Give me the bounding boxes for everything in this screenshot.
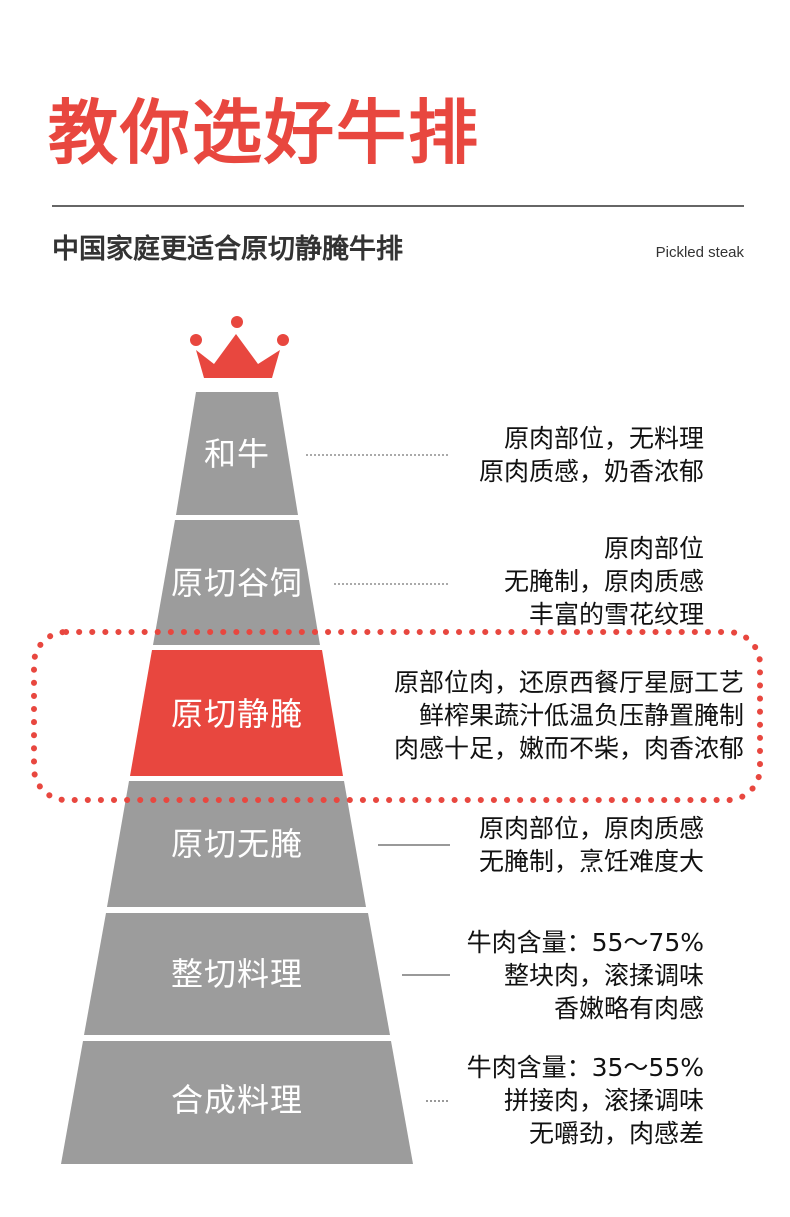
tier-label-no-marinade: 原切无腌 [170, 825, 303, 863]
tier-desc-wagyu: 原肉部位，无料理 原肉质感，奶香浓郁 [479, 422, 704, 488]
desc-line: 牛肉含量：35～55% [466, 1053, 704, 1082]
desc-line: 原肉部位，原肉质感 [478, 814, 704, 843]
tier-shape-grain-fed [153, 520, 320, 645]
tier-label-whole-cut: 整切料理 [170, 955, 303, 993]
desc-line: 原肉质感，奶香浓郁 [478, 457, 704, 486]
desc-line: 原部位肉，还原西餐厅星厨工艺 [393, 668, 744, 697]
tier-desc-marinated: 原部位肉，还原西餐厅星厨工艺 鲜榨果蔬汁低温负压静置腌制 肉感十足，嫩而不柴，肉… [394, 666, 744, 765]
desc-line: 牛肉含量：55～75% [466, 928, 704, 957]
desc-line: 肉感十足，嫩而不柴，肉香浓郁 [393, 734, 744, 763]
tier-desc-no-marinade: 原肉部位，原肉质感 无腌制，烹饪难度大 [479, 812, 704, 878]
tier-shape-marinated [130, 650, 343, 776]
tier-desc-grain-fed: 原肉部位 无腌制，原肉质感 丰富的雪花纹理 [504, 532, 704, 631]
desc-line: 无腌制，原肉质感 [503, 567, 704, 596]
tier-desc-whole-cut: 牛肉含量：55～75% 整块肉，滚揉调味 香嫩略有肉感 [467, 926, 704, 1025]
page-title: 教你选好牛排 [48, 92, 480, 174]
desc-line: 鲜榨果蔬汁低温负压静置腌制 [418, 701, 744, 730]
desc-line: 原肉部位，无料理 [503, 424, 704, 453]
desc-line: 拼接肉，滚揉调味 [503, 1086, 704, 1115]
tier-label-grain-fed: 原切谷饲 [170, 564, 303, 602]
tier-shape-no-marinade [107, 781, 366, 907]
desc-line: 香嫩略有肉感 [553, 994, 704, 1023]
tier-shape-reconstituted [61, 1041, 413, 1164]
desc-line: 无腌制，烹饪难度大 [478, 847, 704, 876]
tier-label-reconstituted: 合成料理 [170, 1081, 303, 1119]
title-divider [52, 205, 744, 207]
desc-line: 无嚼劲，肉感差 [528, 1119, 704, 1148]
tier-shape-whole-cut [84, 913, 390, 1035]
crown-icon [190, 316, 289, 378]
tier-desc-reconstituted: 牛肉含量：35～55% 拼接肉，滚揉调味 无嚼劲，肉感差 [467, 1051, 704, 1150]
desc-line: 原肉部位 [603, 534, 704, 563]
tier-label-wagyu: 和牛 [203, 435, 270, 473]
desc-line: 丰富的雪花纹理 [528, 600, 704, 629]
page-subtitle: 中国家庭更适合原切静腌牛排 [52, 234, 403, 265]
tier-shape-wagyu [176, 392, 298, 515]
page-subtitle-english: Pickled steak [655, 244, 744, 261]
desc-line: 整块肉，滚揉调味 [503, 961, 704, 990]
tier-label-marinated: 原切静腌 [170, 695, 303, 733]
